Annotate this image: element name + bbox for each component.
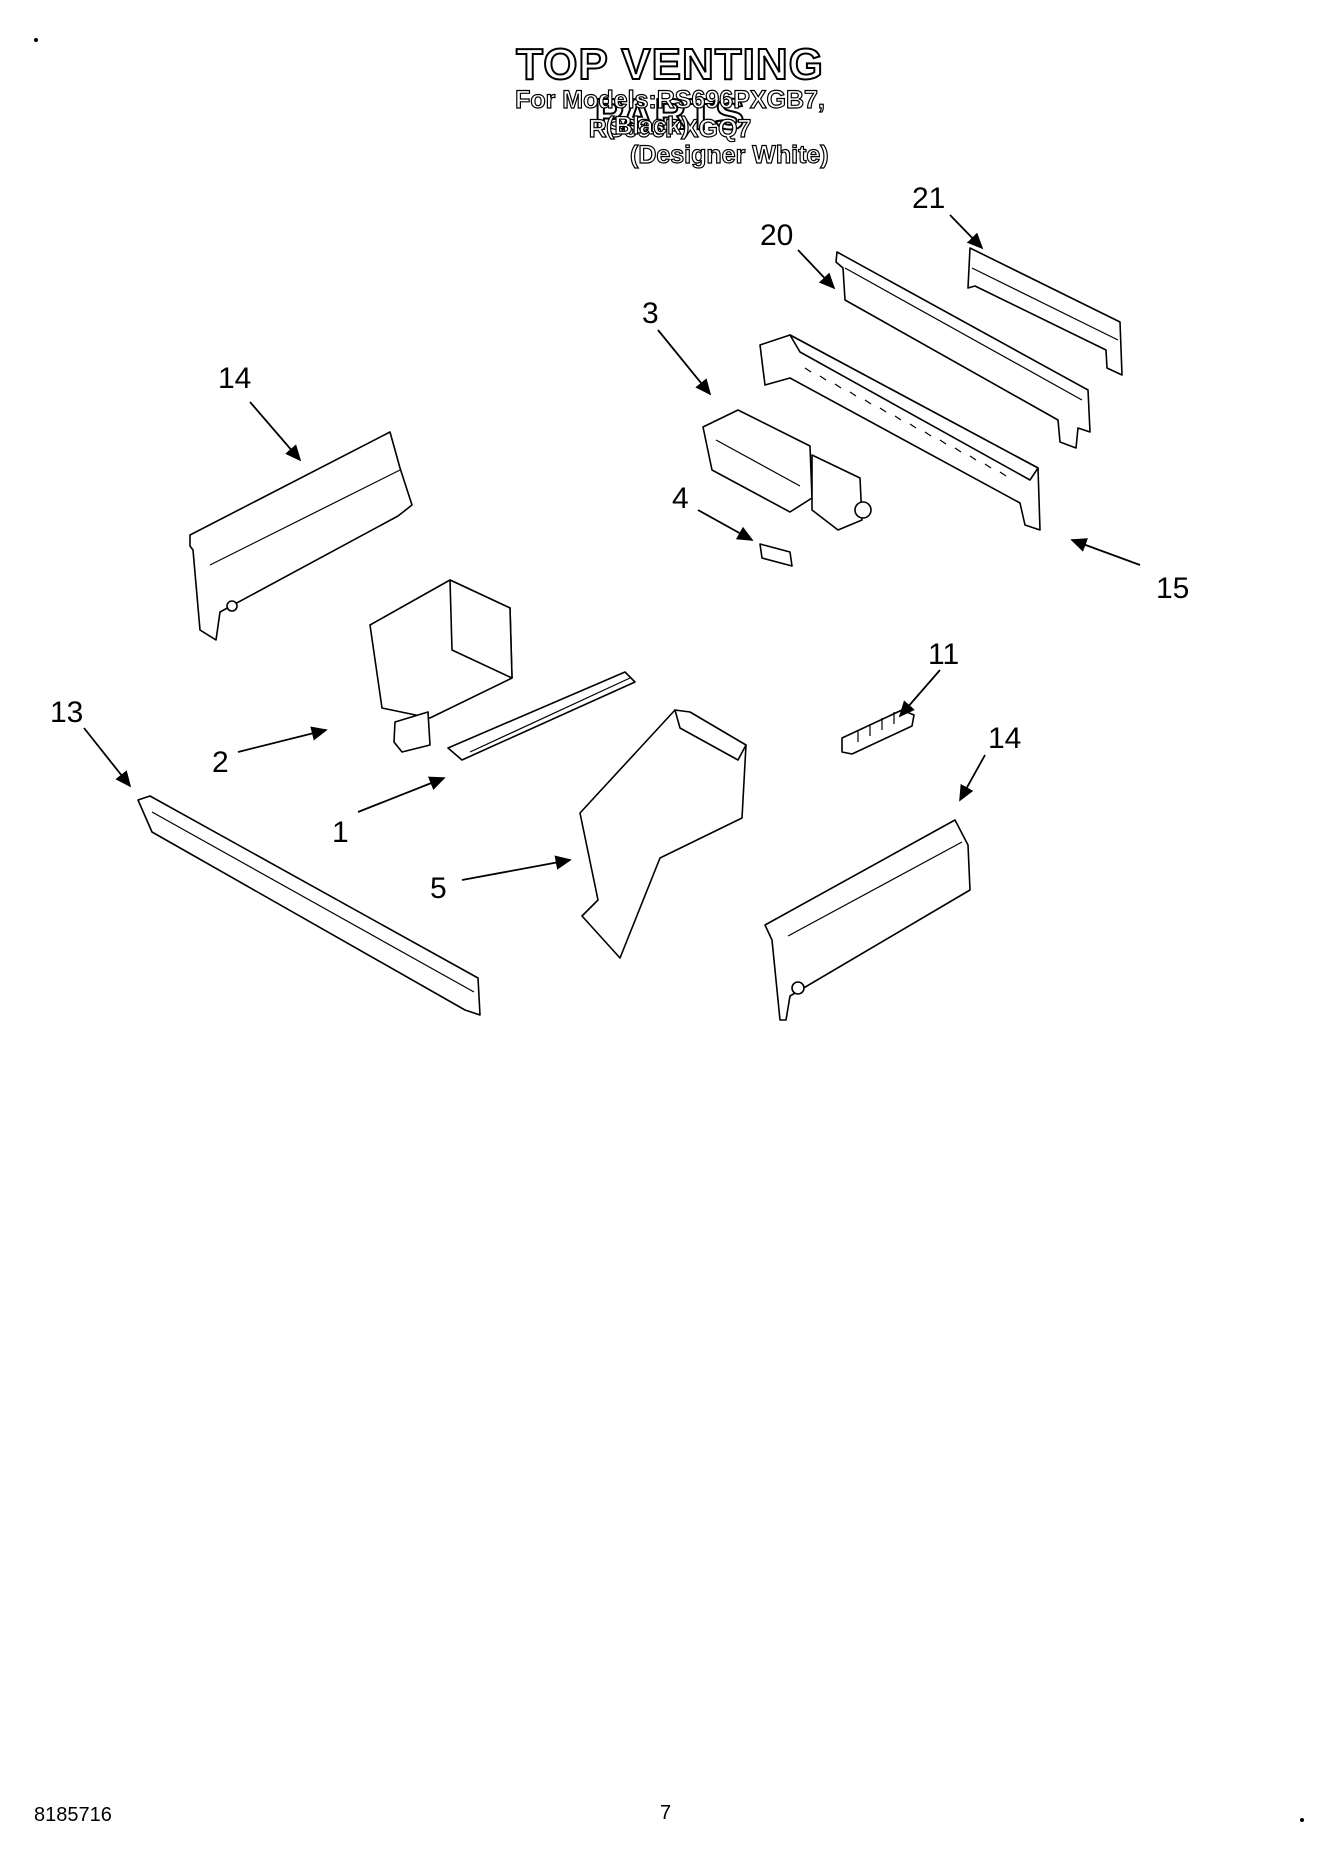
part-15-perforated-bracket: [759, 334, 1041, 531]
leader-14-left: [249, 401, 302, 462]
variant-white-label: (Designer White): [629, 140, 829, 169]
part-2-duct: [369, 579, 513, 753]
leader-11: [898, 669, 941, 718]
leader-2: [237, 726, 328, 753]
part-3-switch-assembly: [702, 409, 872, 531]
part-14-left-bracket: [189, 431, 413, 641]
model-variants: (Black) (Designer White): [590, 111, 920, 170]
part-14-right-bracket: [764, 819, 971, 1021]
document-number: 8185716: [34, 1804, 112, 1826]
callout-2: 2: [212, 746, 229, 779]
callout-5: 5: [430, 872, 447, 905]
leader-4: [697, 509, 754, 541]
variant-black-label: (Black): [605, 111, 690, 140]
model-numbers: For Models:RS696PXGB7, RS696PXGQ7: [514, 85, 825, 143]
corner-mark: [1300, 1818, 1304, 1822]
part-11-terminal-block: [841, 709, 915, 755]
page-number: 7: [660, 1802, 672, 1824]
leader-21: [949, 214, 984, 250]
callout-20: 20: [760, 219, 793, 252]
callout-1: 1: [332, 816, 349, 849]
callout-15: 15: [1156, 572, 1189, 605]
leader-15: [1070, 538, 1141, 566]
callout-21: 21: [912, 182, 945, 215]
callout-4: 4: [672, 482, 689, 515]
callout-14-right: 14: [988, 722, 1021, 755]
page-title: TOP VENTING PARTS: [515, 39, 824, 140]
leader-5: [461, 855, 572, 881]
part-5-vent-guide: [579, 709, 747, 959]
leader-14-right: [959, 754, 986, 802]
callout-11: 11: [928, 638, 959, 671]
leader-3: [657, 329, 712, 396]
part-13-rail: [137, 795, 481, 1016]
callout-3: 3: [642, 297, 659, 330]
part-4-connector: [759, 543, 793, 567]
callout-14-left: 14: [218, 362, 251, 395]
part-21-plate: [967, 247, 1123, 376]
leader-20: [797, 249, 836, 290]
corner-mark: [34, 38, 38, 42]
part-1-strip: [447, 671, 636, 761]
leader-1: [357, 776, 446, 813]
part-20-vent-plate: [835, 251, 1091, 449]
leader-13: [83, 727, 132, 788]
callout-13: 13: [50, 696, 83, 729]
